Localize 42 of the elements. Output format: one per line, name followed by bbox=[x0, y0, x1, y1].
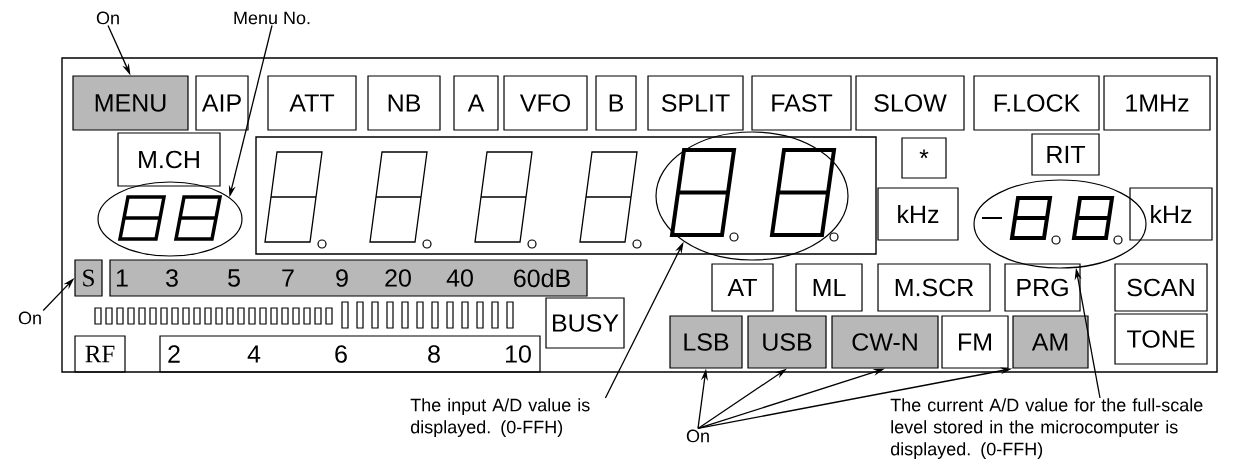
indicator-box: 1MHz bbox=[1103, 75, 1211, 131]
indicator-box: RF bbox=[74, 335, 126, 373]
annotation-text: On bbox=[96, 11, 119, 25]
indicator-box: AIP bbox=[195, 75, 249, 131]
indicator-box: kHz bbox=[877, 187, 959, 241]
indicator-segment: MENU bbox=[72, 75, 189, 131]
annotation-text: Menu No. bbox=[234, 11, 310, 25]
indicator-box: SCAN bbox=[1114, 263, 1208, 312]
indicator-box: TONE bbox=[1114, 313, 1208, 365]
indicator-box: * bbox=[901, 137, 947, 179]
indicator-box: F.LOCK bbox=[973, 75, 1100, 131]
highlight-ellipse bbox=[655, 131, 849, 261]
indicator-box: PRG bbox=[1004, 263, 1081, 312]
indicator-box: ATT bbox=[267, 75, 357, 131]
indicator-box: ML bbox=[795, 263, 863, 312]
indicator-segment: CW-N bbox=[831, 315, 939, 369]
indicator-box: kHz bbox=[1129, 187, 1213, 241]
annotation-text: On bbox=[686, 429, 709, 443]
indicator-box: M.SCR bbox=[877, 263, 991, 312]
meter-scale: 1 3 5 7 9 20 40 60dB bbox=[109, 259, 588, 297]
meter-scale: 2 4 6 8 10 bbox=[159, 335, 541, 373]
indicator-box: M.CH bbox=[117, 132, 221, 187]
indicator-box: NB bbox=[367, 75, 441, 131]
indicator-box: AT bbox=[711, 263, 774, 312]
indicator-box: BUSY bbox=[545, 297, 625, 349]
indicator-box: A bbox=[453, 75, 499, 131]
indicator-box: SPLIT bbox=[647, 75, 744, 131]
indicator-box: RIT bbox=[1031, 133, 1100, 176]
annotation-text: On bbox=[18, 311, 41, 325]
indicator-box: VFO bbox=[503, 75, 588, 131]
annotation-text: The current A/D value for the full-scale level stored in the microcomputer is displayed. (0-FFH) bbox=[890, 398, 1203, 459]
indicator-box: FAST bbox=[751, 75, 852, 131]
indicator-segment: USB bbox=[747, 315, 827, 369]
indicator-segment: S bbox=[74, 259, 103, 297]
highlight-ellipse bbox=[973, 179, 1147, 269]
indicator-segment: LSB bbox=[669, 315, 743, 369]
indicator-box: B bbox=[595, 75, 637, 131]
indicator-box: SLOW bbox=[855, 75, 965, 131]
indicator-segment: AM bbox=[1012, 315, 1089, 369]
indicator-box: FM bbox=[941, 315, 1009, 369]
annotation-text: The input A/D value is displayed. (0-FFH) bbox=[410, 398, 590, 437]
highlight-ellipse bbox=[97, 181, 243, 257]
